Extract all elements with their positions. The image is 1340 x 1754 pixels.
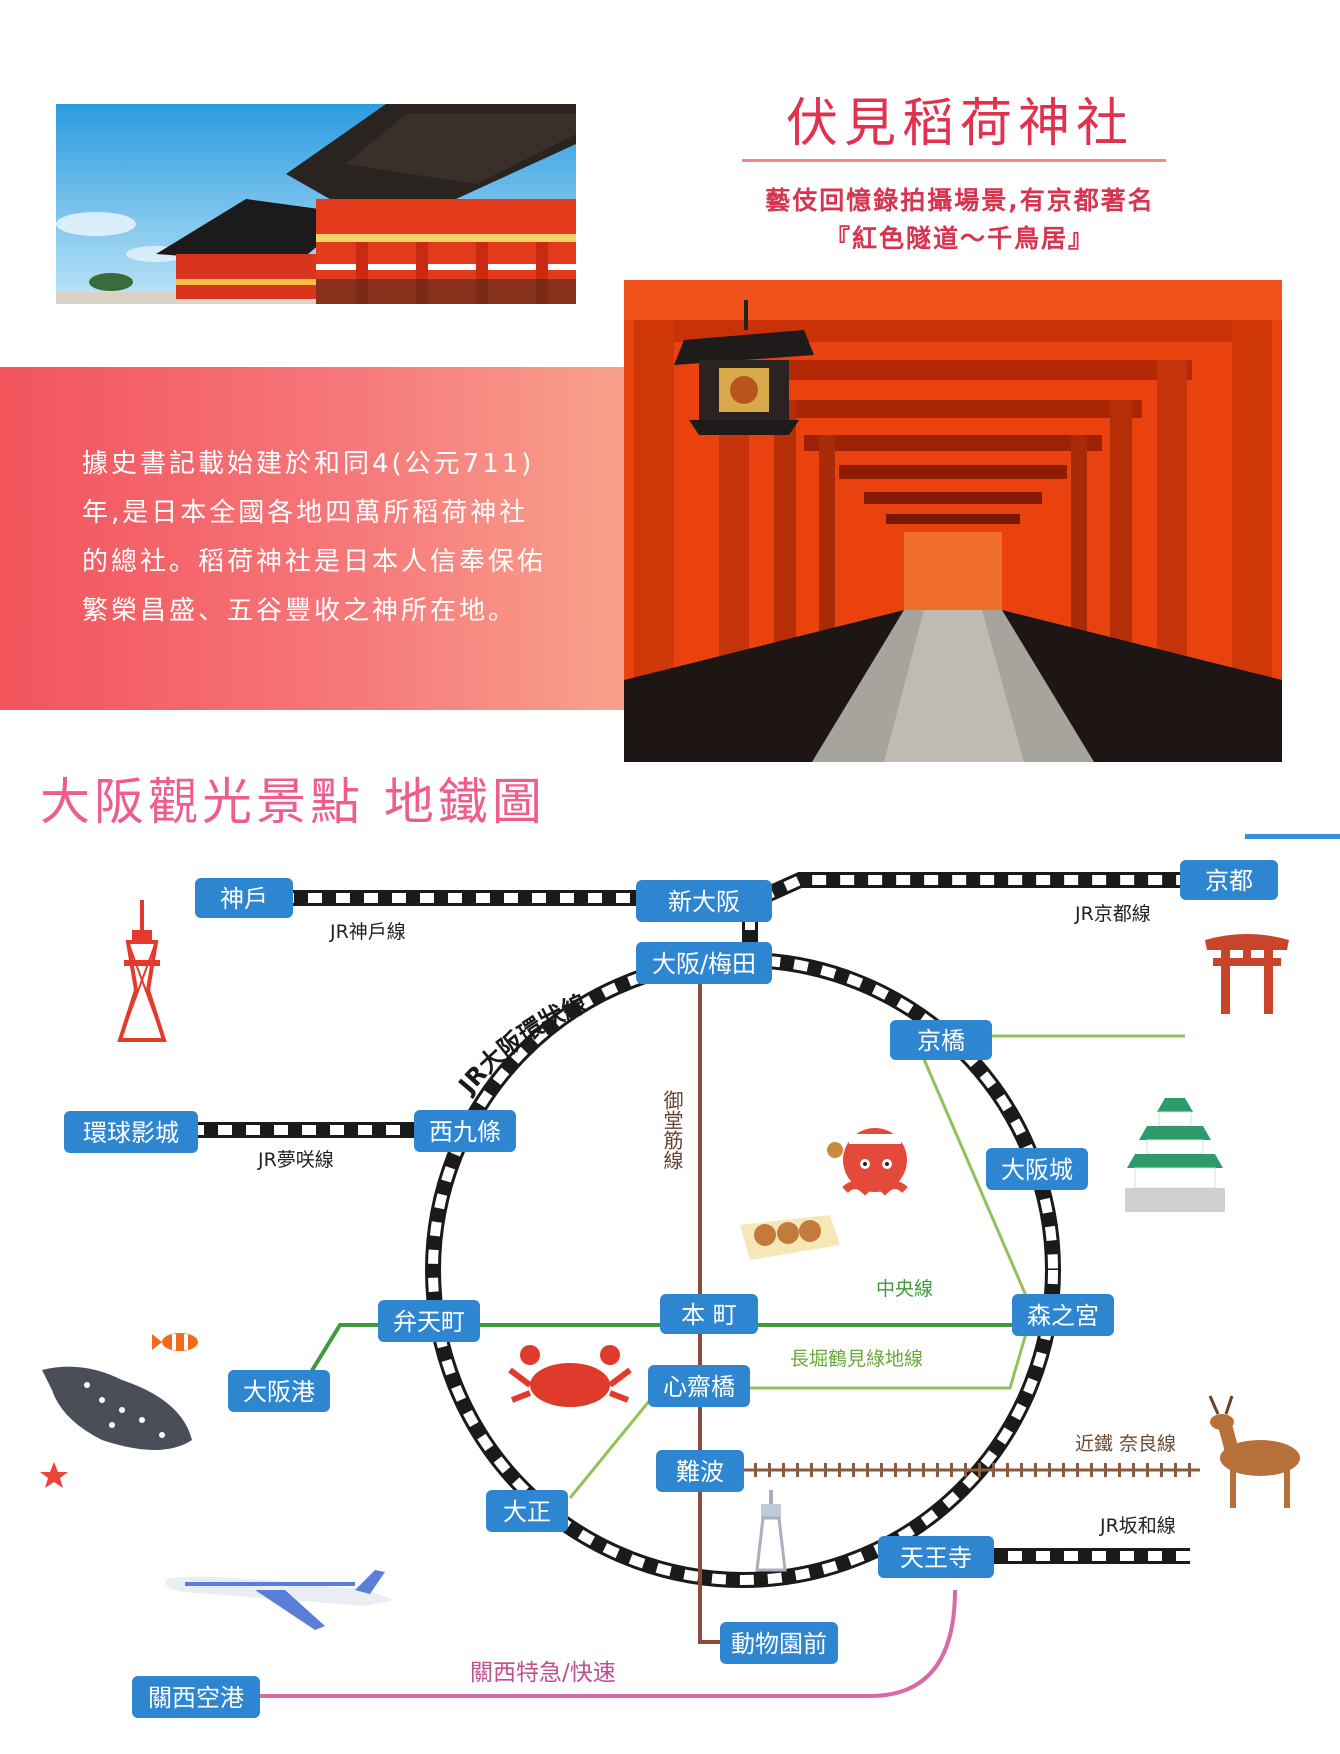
subtitle-line-1: 藝伎回憶錄拍攝場景,有京都著名 (765, 186, 1155, 215)
line-label-jr-loop: JR大阪環狀線 (452, 989, 591, 1100)
svg-text:神戶: 神戶 (220, 885, 268, 913)
history-paragraph: 據史書記載始建於和同4(公元711) 年,是日本全國各地四萬所稻荷神社 的總社。… (82, 440, 582, 636)
svg-text:大阪港: 大阪港 (243, 1378, 315, 1406)
station-taisho[interactable]: 大正 (486, 1490, 568, 1532)
svg-text:大阪城: 大阪城 (1001, 1156, 1073, 1184)
svg-text:心齋橋: 心齋橋 (663, 1373, 735, 1401)
jr-kyoto-line (756, 872, 1190, 906)
nagahori-line (748, 1319, 1032, 1390)
history-line-4: 繁榮昌盛、五谷豐收之神所在地。 (82, 596, 518, 626)
svg-text:大阪/梅田: 大阪/梅田 (652, 950, 756, 978)
crab-icon (508, 1345, 632, 1407)
history-line-3: 的總社。稻荷神社是日本人信奉保佑 (82, 547, 547, 577)
starfish-icon (40, 1462, 68, 1488)
torii-icon (1205, 934, 1289, 1014)
kansai-express-line (240, 1589, 957, 1698)
svg-text:本 町: 本 町 (681, 1301, 737, 1329)
svg-text:森之宮: 森之宮 (1027, 1302, 1099, 1330)
page-title: 伏見稻荷神社 (785, 94, 1134, 154)
clownfish-icon (152, 1333, 198, 1351)
station-osaka-umeda[interactable]: 大阪/梅田 (636, 942, 772, 984)
line-label-kansai-express: 關西特急/快速 (470, 1660, 616, 1686)
history-line-2: 年,是日本全國各地四萬所稻荷神社 (82, 498, 529, 528)
airplane-icon (165, 1570, 395, 1630)
svg-text:環球影城: 環球影城 (83, 1119, 179, 1147)
line-label-jr-yumesaki: JR夢咲線 (257, 1149, 334, 1171)
station-kyobashi[interactable]: 京橋 (890, 1020, 992, 1060)
line-label-jr-hanwa: JR坂和線 (1099, 1515, 1176, 1537)
accent-bar (1245, 834, 1340, 839)
svg-text:動物園前: 動物園前 (731, 1630, 827, 1658)
svg-text:天王寺: 天王寺 (900, 1544, 972, 1572)
chuo-line (298, 1323, 1020, 1392)
station-nishikujo[interactable]: 西九條 (414, 1110, 516, 1152)
kyobashi-morinomiya-line (918, 1049, 1032, 1306)
svg-text:弁天町: 弁天町 (393, 1308, 465, 1336)
title-divider (742, 159, 1166, 162)
map-title: 大阪觀光景點 地鐵圖 (40, 773, 546, 831)
station-osakako[interactable]: 大阪港 (228, 1370, 330, 1412)
svg-text:新大阪: 新大阪 (668, 888, 740, 916)
octopus-icon (827, 1128, 908, 1196)
station-morinomiya[interactable]: 森之宮 (1012, 1294, 1114, 1336)
line-label-jr-kyoto: JR京都線 (1074, 903, 1151, 925)
subtitle-line-2: 『紅色隧道～千鳥居』 (824, 224, 1095, 253)
station-osakajo[interactable]: 大阪城 (986, 1148, 1088, 1190)
svg-text:難波: 難波 (676, 1458, 724, 1486)
station-dobutsuen-mae[interactable]: 動物園前 (720, 1622, 838, 1664)
line-label-midosuji: 御堂筋線 (660, 1090, 684, 1170)
svg-text:京橋: 京橋 (917, 1027, 965, 1055)
station-honmachi[interactable]: 本 町 (660, 1294, 758, 1334)
line-label-nagahori: 長堀鶴見綠地線 (790, 1348, 923, 1370)
station-kobe[interactable]: 神戶 (195, 878, 293, 918)
metro-map: JR神戶線 JR京都線 JR大阪環狀線 JR夢咲線 中央線 長堀鶴見綠地線 近鐵… (40, 860, 1300, 1718)
osaka-castle-icon (1125, 1098, 1225, 1212)
page-subtitle: 藝伎回憶錄拍攝場景,有京都著名 『紅色隧道～千鳥居』 (720, 182, 1200, 258)
deer-icon (1208, 1395, 1300, 1508)
tsutenkaku-icon (755, 1490, 787, 1572)
svg-text:京都: 京都 (1205, 867, 1253, 895)
svg-text:大正: 大正 (503, 1498, 551, 1526)
history-band (0, 367, 624, 710)
station-shinsaibashi[interactable]: 心齋橋 (648, 1365, 750, 1407)
svg-text:西九條: 西九條 (429, 1118, 501, 1146)
station-tennoji[interactable]: 天王寺 (878, 1536, 994, 1578)
station-shin-osaka[interactable]: 新大阪 (636, 880, 772, 922)
station-namba[interactable]: 難波 (656, 1450, 744, 1492)
torii-tunnel-photo (624, 280, 1282, 762)
takoyaki-icon (740, 1215, 840, 1260)
station-kyoto[interactable]: 京都 (1180, 860, 1278, 900)
history-line-1: 據史書記載始建於和同4(公元711) (82, 449, 535, 479)
kobe-tower-icon (117, 900, 167, 1042)
svg-text:關西空港: 關西空港 (148, 1684, 244, 1712)
line-label-jr-kobe: JR神戶線 (329, 921, 406, 943)
station-universal-studios[interactable]: 環球影城 (64, 1111, 198, 1153)
station-bentencho[interactable]: 弁天町 (378, 1300, 480, 1342)
whale-shark-icon (42, 1366, 192, 1450)
station-kansai-airport[interactable]: 關西空港 (132, 1676, 260, 1718)
line-label-kintetsu-nara: 近鐵 奈良線 (1075, 1433, 1176, 1455)
taisho-shinsaibashi-line (568, 1399, 652, 1499)
line-label-chuo: 中央線 (876, 1278, 933, 1300)
shrine-photo (56, 104, 576, 304)
